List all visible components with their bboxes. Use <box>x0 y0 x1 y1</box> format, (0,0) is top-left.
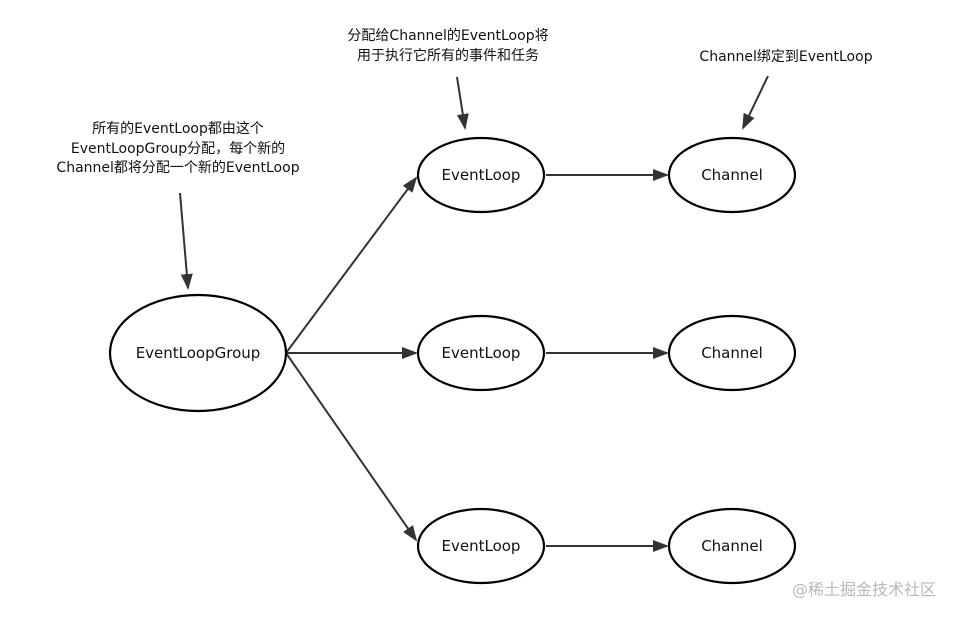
node-eventloopgroup-label: EventLoopGroup <box>136 344 261 362</box>
node-eventloopgroup: EventLoopGroup <box>108 293 288 413</box>
node-channel-bot-label: Channel <box>701 537 763 555</box>
node-channel-bot: Channel <box>667 507 797 585</box>
node-eventloop-top-label: EventLoop <box>442 166 521 184</box>
node-eventloop-mid-label: EventLoop <box>442 344 521 362</box>
annotation-channel-note-line-1: Channel绑定到EventLoop <box>699 49 872 65</box>
annotation-arrow-group <box>179 192 193 290</box>
annotation-eventloop-note: 分配给Channel的EventLoop将 用于执行它所有的事件和任务 <box>347 28 548 64</box>
node-channel-mid-label: Channel <box>701 344 763 362</box>
annotation-eventloop-note-line-2: 用于执行它所有的事件和任务 <box>357 47 539 64</box>
node-eventloop-bot-label: EventLoop <box>442 537 521 555</box>
annotation-eventloop-note-line-1: 分配给Channel的EventLoop将 <box>347 28 548 44</box>
edge-group-to-eventloop-top <box>285 176 418 354</box>
annotation-group-note: 所有的EventLoop都由这个 EventLoopGroup分配，每个新的 C… <box>56 120 299 176</box>
watermark-text: @稀土掘金技术社区 <box>792 580 936 599</box>
annotation-group-note-line-3: Channel都将分配一个新的EventLoop <box>56 160 299 176</box>
node-eventloop-top: EventLoop <box>416 136 546 214</box>
annotation-group-note-line-2: EventLoopGroup分配，每个新的 <box>71 141 285 157</box>
annotation-channel-note: Channel绑定到EventLoop <box>699 49 872 65</box>
annotation-arrow-eventloop <box>456 76 469 130</box>
node-channel-mid: Channel <box>667 314 797 392</box>
annotation-arrow-channel <box>742 75 769 130</box>
edge-group-to-eventloop-bot <box>285 352 418 542</box>
node-eventloop-bot: EventLoop <box>416 507 546 585</box>
annotation-group-note-line-1: 所有的EventLoop都由这个 <box>92 120 264 137</box>
node-eventloop-mid: EventLoop <box>416 314 546 392</box>
node-channel-top-label: Channel <box>701 166 763 184</box>
node-channel-top: Channel <box>667 136 797 214</box>
